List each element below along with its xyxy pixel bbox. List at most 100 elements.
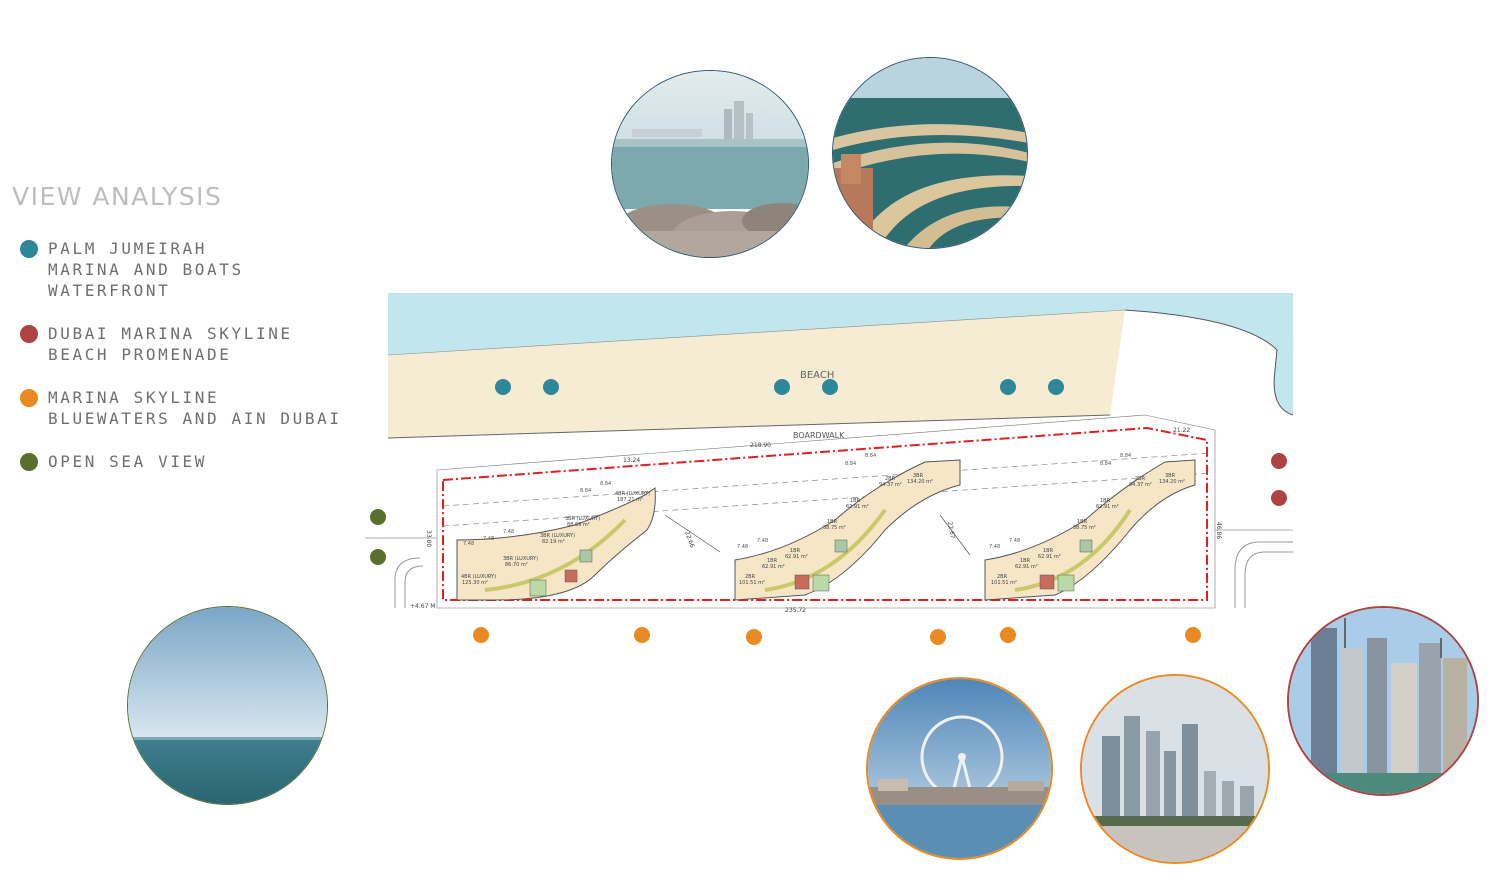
module-label: 8.84 (1120, 453, 1131, 459)
unit-label: 1BR (790, 548, 801, 554)
legend-item-palm: PALM JUMEIRAH MARINA AND BOATS WATERFRON… (20, 238, 342, 301)
red-dot-icon (20, 325, 38, 343)
unit-label: 3BR (LUXURY) (540, 533, 575, 539)
unit-area: 88.69 m² (567, 522, 590, 528)
sea-area (388, 293, 1293, 415)
unit-area: 101.51 m² (739, 580, 765, 586)
dimension-right-side: 46.86 (1215, 522, 1222, 539)
unit-label: 3BR (LUXURY) (503, 556, 538, 562)
module-label: 7.48 (757, 538, 768, 544)
module-label: 8.84 (580, 488, 591, 494)
orange-marker (930, 629, 946, 645)
unit-label: 1BR (767, 558, 778, 564)
legend-line: WATERFRONT (48, 281, 171, 300)
orange-marker (473, 627, 489, 643)
dimension-gap: 22.66 (683, 530, 696, 549)
teal-dot-icon (20, 240, 38, 258)
unit-label: 3BR (913, 473, 924, 479)
unit-label: 1BR (1043, 548, 1054, 554)
unit-area: 125.30 m² (462, 580, 488, 586)
marina-boats-photo (611, 70, 809, 258)
module-label: 8.84 (845, 461, 856, 467)
unit-area: 62.91 m² (846, 504, 869, 510)
unit-area: 134.20 m² (907, 479, 933, 485)
teal-marker (495, 379, 511, 395)
dubai-marina-skyline-photo (1287, 606, 1479, 796)
teal-marker (1000, 379, 1016, 395)
plot-boundary (442, 426, 1208, 601)
teal-marker (774, 379, 790, 395)
unit-area: 86.70 m² (505, 562, 528, 568)
unit-area: 94.37 m² (879, 482, 902, 488)
legend: PALM JUMEIRAH MARINA AND BOATS WATERFRON… (20, 238, 342, 494)
orange-marker (746, 629, 762, 645)
module-label: 7.48 (483, 536, 494, 542)
unit-area: 101.51 m² (991, 580, 1017, 586)
legend-item-marina-skyline: MARINA SKYLINE BLUEWATERS AND AIN DUBAI (20, 387, 342, 429)
dimension-left-side: 33.00 (425, 530, 432, 547)
unit-area: 94.37 m² (1129, 482, 1152, 488)
unit-label: 1BR (850, 498, 861, 504)
module-label: 7.48 (737, 544, 748, 550)
dimension-small: 13.24 (623, 457, 640, 464)
green-marker (370, 549, 386, 565)
green-marker (370, 509, 386, 525)
module-label: 7.48 (1009, 538, 1020, 544)
unit-label: 1BR (827, 519, 838, 525)
unit-label: 1BR (1020, 558, 1031, 564)
unit-label: 2BR (1135, 476, 1146, 482)
beach-label: BEACH (800, 370, 834, 381)
dimension-top: 218.90 (750, 442, 771, 449)
unit-label: 4BR (LUXURY) (461, 574, 496, 580)
legend-item-open-sea: OPEN SEA VIEW (20, 451, 342, 472)
dimension-right-top: 21.22 (1173, 427, 1190, 434)
unit-label: 4BR (LUXURY) (615, 491, 650, 497)
module-label: 7.48 (989, 544, 1000, 550)
unit-area: 187.21 m² (617, 497, 643, 503)
ain-dubai-photo (866, 677, 1053, 860)
module-label: 8.84 (600, 481, 611, 487)
unit-area: 58.75 m² (1073, 525, 1096, 531)
legend-item-dubai-marina: DUBAI MARINA SKYLINE BEACH PROMENADE (20, 323, 342, 365)
module-label: 7.48 (503, 529, 514, 535)
open-sea-photo (127, 606, 328, 805)
unit-label: 2BR (745, 574, 756, 580)
red-marker (1271, 490, 1287, 506)
page-title: VIEW ANALYSIS (12, 182, 223, 211)
boardwalk-label: BOARDWALK (793, 431, 845, 440)
unit-area: 62.91 m² (1096, 504, 1119, 510)
unit-area: 82.19 m² (542, 539, 565, 545)
green-dot-icon (20, 453, 38, 471)
unit-area: 62.91 m² (1038, 554, 1061, 560)
unit-area: 58.75 m² (823, 525, 846, 531)
orange-dot-icon (20, 389, 38, 407)
unit-label: 2BR (885, 476, 896, 482)
site-plan: BEACH BOARDWALK 4BR (LUXURY) 125.30 m² 3… (365, 293, 1294, 645)
level-label: +4.67 M (410, 603, 435, 610)
orange-marker (1000, 627, 1016, 643)
unit-label: 1BR (1100, 498, 1111, 504)
module-label: 7.48 (463, 541, 474, 547)
legend-line: BLUEWATERS AND AIN DUBAI (48, 409, 342, 428)
marina-skyline-photo (1080, 674, 1270, 864)
dimension-gap: 22.67 (946, 521, 956, 539)
legend-line: DUBAI MARINA SKYLINE (48, 324, 293, 343)
teal-marker (1048, 379, 1064, 395)
orange-marker (634, 627, 650, 643)
unit-label: 3BR (LUXURY) (565, 516, 600, 522)
dimension-bottom: 235.72 (785, 607, 806, 614)
legend-line: BEACH PROMENADE (48, 345, 232, 364)
orange-marker (1185, 627, 1201, 643)
red-marker (1271, 453, 1287, 469)
unit-area: 62.91 m² (785, 554, 808, 560)
legend-line: OPEN SEA VIEW (48, 452, 208, 471)
unit-label: 2BR (997, 574, 1008, 580)
module-label: 8.84 (865, 453, 876, 459)
unit-label: 1BR (1077, 519, 1088, 525)
unit-area: 62.91 m² (1015, 564, 1038, 570)
building-1 (456, 487, 656, 601)
building-2 (734, 459, 961, 601)
legend-line: PALM JUMEIRAH (48, 239, 208, 258)
building-3 (984, 459, 1196, 601)
unit-label: 3BR (1165, 473, 1176, 479)
